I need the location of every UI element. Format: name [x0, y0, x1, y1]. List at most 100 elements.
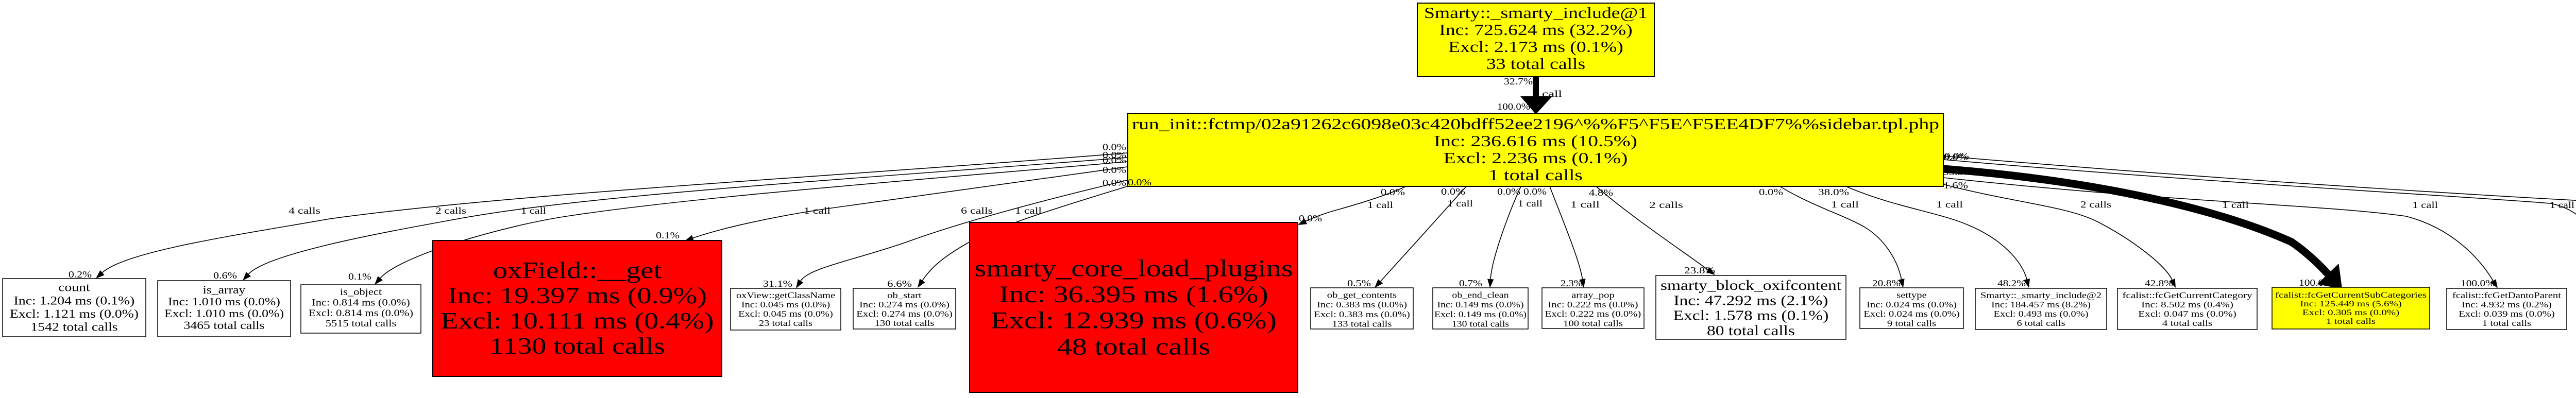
svg-text:Excl: 0.493 ms (0.0%): Excl: 0.493 ms (0.0%) — [1994, 309, 2089, 319]
svg-text:0.0%: 0.0% — [1103, 142, 1126, 152]
svg-text:1.6%: 1.6% — [1943, 180, 1968, 191]
svg-text:1 total calls: 1 total calls — [1488, 166, 1583, 184]
svg-text:0.0%: 0.0% — [1497, 186, 1520, 197]
svg-text:Excl: 0.274 ms (0.0%): Excl: 0.274 ms (0.0%) — [856, 309, 953, 319]
svg-text:1 call: 1 call — [1447, 198, 1473, 209]
svg-text:130 total calls: 130 total calls — [875, 318, 935, 328]
svg-text:9 total calls: 9 total calls — [1887, 319, 1936, 328]
svg-text:4.8%: 4.8% — [1589, 187, 1613, 198]
svg-text:Inc: 184.457 ms (8.2%): Inc: 184.457 ms (8.2%) — [1991, 300, 2091, 309]
svg-text:1 call: 1 call — [1518, 198, 1543, 209]
svg-text:48 total calls: 48 total calls — [1057, 333, 1211, 360]
svg-text:1 call: 1 call — [521, 205, 546, 216]
svg-text:0.1%: 0.1% — [656, 230, 680, 240]
svg-text:1 call: 1 call — [1936, 199, 1963, 210]
svg-text:Inc: 0.814 ms (0.0%): Inc: 0.814 ms (0.0%) — [312, 298, 410, 308]
svg-text:0.7%: 0.7% — [1459, 278, 1482, 288]
svg-text:Excl: 0.383 ms (0.0%): Excl: 0.383 ms (0.0%) — [1314, 309, 1410, 319]
svg-text:6 total calls: 6 total calls — [2017, 318, 2065, 328]
svg-text:Smarty::_smarty_include@2: Smarty::_smarty_include@2 — [1980, 290, 2102, 300]
svg-text:0.0%: 0.0% — [1759, 187, 1783, 197]
svg-text:95.5%: 95.5% — [1943, 167, 1973, 177]
svg-text:Inc: 0.274 ms (0.0%): Inc: 0.274 ms (0.0%) — [859, 300, 950, 309]
svg-text:80 total calls: 80 total calls — [1707, 323, 1795, 338]
svg-text:settype: settype — [1896, 290, 1927, 300]
svg-text:0.0%: 0.0% — [1523, 186, 1547, 197]
svg-text:4 total calls: 4 total calls — [2162, 318, 2212, 328]
svg-text:0.0%: 0.0% — [1103, 165, 1126, 175]
svg-text:23 total calls: 23 total calls — [759, 318, 812, 328]
svg-text:Excl: 0.814 ms (0.0%): Excl: 0.814 ms (0.0%) — [309, 308, 413, 319]
svg-text:1 call: 1 call — [2222, 200, 2249, 210]
svg-text:0.0%: 0.0% — [1441, 186, 1465, 197]
svg-text:2 calls: 2 calls — [2080, 199, 2111, 210]
svg-text:1 total calls: 1 total calls — [2482, 318, 2531, 328]
svg-text:133 total calls: 133 total calls — [1332, 319, 1392, 329]
svg-text:1542 total calls: 1542 total calls — [30, 321, 117, 334]
svg-text:0.0%: 0.0% — [1128, 177, 1151, 187]
svg-text:count: count — [58, 281, 90, 295]
svg-text:Excl: 10.111 ms (0.4%): Excl: 10.111 ms (0.4%) — [441, 307, 714, 334]
svg-text:1 call: 1 call — [1532, 89, 1562, 99]
svg-text:6 calls: 6 calls — [961, 205, 993, 216]
svg-text:fcalist::fcGetCurrentCategory: fcalist::fcGetCurrentCategory — [2123, 290, 2253, 300]
svg-text:Excl: 1.121 ms (0.0%): Excl: 1.121 ms (0.0%) — [10, 307, 139, 321]
svg-text:Excl: 1.578 ms (0.1%): Excl: 1.578 ms (0.1%) — [1673, 308, 1829, 323]
svg-text:31.1%: 31.1% — [763, 279, 792, 289]
svg-text:1 total calls: 1 total calls — [2326, 317, 2376, 326]
svg-text:fcalist::fcGetDantoParent: fcalist::fcGetDantoParent — [2452, 290, 2561, 300]
svg-text:1 call: 1 call — [2550, 200, 2574, 210]
svg-text:2.3%: 2.3% — [1561, 278, 1583, 288]
svg-text:oxField::__get: oxField::__get — [493, 257, 662, 283]
svg-text:1 call: 1 call — [2412, 200, 2438, 210]
svg-text:ob_start: ob_start — [887, 290, 922, 300]
svg-text:Inc: 36.395 ms (1.6%): Inc: 36.395 ms (1.6%) — [999, 281, 1268, 308]
svg-text:Inc: 0.149 ms (0.0%): Inc: 0.149 ms (0.0%) — [1437, 300, 1524, 309]
svg-text:is_array: is_array — [203, 284, 246, 296]
svg-text:42.8%: 42.8% — [2145, 278, 2173, 288]
svg-text:Excl: 0.039 ms (0.0%): Excl: 0.039 ms (0.0%) — [2459, 309, 2554, 319]
svg-text:6.6%: 6.6% — [887, 279, 912, 289]
svg-text:1 call: 1 call — [1367, 200, 1393, 210]
svg-text:23.8%: 23.8% — [1684, 265, 1715, 275]
svg-text:100.0%: 100.0% — [1497, 101, 1530, 112]
svg-text:Inc: 47.292 ms (2.1%): Inc: 47.292 ms (2.1%) — [1674, 292, 1828, 308]
svg-text:smarty_core_load_plugins: smarty_core_load_plugins — [975, 255, 1293, 282]
svg-text:Excl: 2.173 ms (0.1%): Excl: 2.173 ms (0.1%) — [1448, 38, 1623, 56]
svg-text:1 call: 1 call — [1831, 199, 1859, 210]
svg-text:smarty_block_oxifcontent: smarty_block_oxifcontent — [1660, 278, 1841, 293]
svg-text:20.8%: 20.8% — [1872, 278, 1901, 288]
svg-text:run_init::fctmp/02a91262c6098e: run_init::fctmp/02a91262c6098e03c420bdff… — [1132, 115, 1939, 133]
svg-text:0.5%: 0.5% — [1347, 278, 1371, 288]
svg-text:array_pop: array_pop — [1571, 290, 1615, 300]
svg-text:Excl: 0.045 ms (0.0%): Excl: 0.045 ms (0.0%) — [738, 309, 833, 319]
svg-text:Inc: 725.624 ms (32.2%): Inc: 725.624 ms (32.2%) — [1439, 21, 1632, 39]
svg-text:0.6%: 0.6% — [213, 270, 237, 281]
svg-text:Inc: 236.616 ms (10.5%): Inc: 236.616 ms (10.5%) — [1434, 132, 1637, 150]
svg-text:100.0%: 100.0% — [2461, 278, 2495, 288]
svg-text:32.7%: 32.7% — [1504, 76, 1533, 86]
svg-text:38.0%: 38.0% — [1818, 187, 1849, 197]
svg-text:Inc: 0.024 ms (0.0%): Inc: 0.024 ms (0.0%) — [1867, 300, 1957, 309]
svg-text:0.0%: 0.0% — [1299, 213, 1322, 223]
svg-text:4 calls: 4 calls — [289, 205, 320, 216]
svg-text:Inc: 125.449 ms (5.6%): Inc: 125.449 ms (5.6%) — [2300, 300, 2401, 308]
svg-text:Inc: 0.222 ms (0.0%): Inc: 0.222 ms (0.0%) — [1548, 300, 1638, 309]
svg-text:2 calls: 2 calls — [1649, 200, 1683, 210]
svg-text:Excl: 0.024 ms (0.0%): Excl: 0.024 ms (0.0%) — [1863, 309, 1960, 319]
svg-text:1 call: 1 call — [804, 205, 831, 216]
svg-text:Excl: 2.236 ms (0.1%): Excl: 2.236 ms (0.1%) — [1444, 149, 1628, 167]
svg-text:Excl: 0.305 ms (0.0%): Excl: 0.305 ms (0.0%) — [2302, 308, 2399, 317]
svg-text:ob_get_contents: ob_get_contents — [1327, 290, 1397, 300]
svg-text:Inc: 19.397 ms (0.9%): Inc: 19.397 ms (0.9%) — [448, 282, 707, 308]
svg-text:Excl: 12.939 ms (0.6%): Excl: 12.939 ms (0.6%) — [991, 307, 1277, 334]
svg-text:Inc: 8.502 ms (0.4%): Inc: 8.502 ms (0.4%) — [2141, 300, 2233, 309]
svg-text:1 call: 1 call — [1015, 205, 1042, 216]
svg-text:0.0%: 0.0% — [1103, 178, 1126, 188]
svg-text:2 calls: 2 calls — [435, 205, 466, 216]
svg-text:Inc: 1.204 ms (0.1%): Inc: 1.204 ms (0.1%) — [14, 294, 135, 307]
svg-text:oxView::getClassName: oxView::getClassName — [736, 290, 835, 300]
svg-text:3465 total calls: 3465 total calls — [184, 319, 265, 332]
svg-text:48.2%: 48.2% — [1997, 278, 2026, 288]
svg-text:0.0%: 0.0% — [1943, 152, 1968, 162]
